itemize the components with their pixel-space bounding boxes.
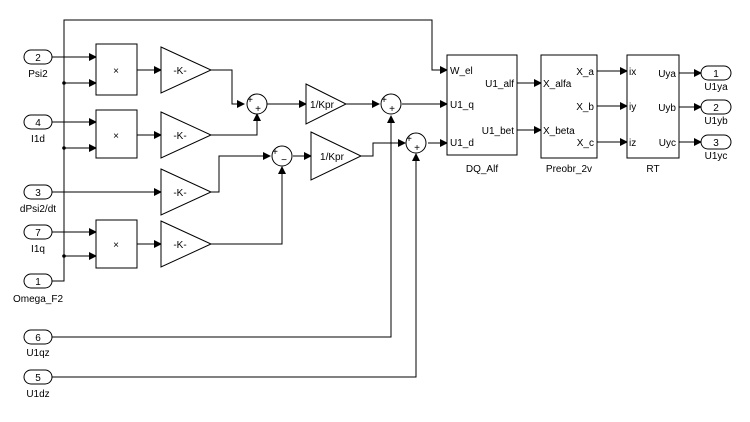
inport-label: dPsi2/dt <box>20 204 56 215</box>
port-label: Uya <box>658 69 676 80</box>
sum-block-3[interactable]: + + <box>380 93 402 115</box>
port-label: X_c <box>577 138 594 149</box>
product-block-1[interactable]: × <box>95 43 138 96</box>
preobr-2v-block[interactable]: X_alfa X_beta X_a X_b X_c Preobr_2v <box>540 54 598 175</box>
port-label: W_el <box>450 66 473 77</box>
port-label: U1_bet <box>482 126 514 137</box>
gain-block-4[interactable]: -K- <box>160 220 213 268</box>
kpr-gain-block-1[interactable]: 1/Kpr <box>305 83 348 125</box>
outport-u1yb[interactable]: 2 U1yb <box>700 99 732 127</box>
sum-sign: + <box>247 95 253 106</box>
port-label: X_beta <box>543 126 575 137</box>
wire-g1-s1 <box>211 69 245 108</box>
inport-u1qz[interactable]: 6 U1qz <box>23 329 53 359</box>
gain-label: 1/Kpr <box>320 152 345 163</box>
block-name: RT <box>646 164 659 175</box>
gain-block-3[interactable]: -K- <box>160 168 213 216</box>
junction-dot <box>62 81 66 85</box>
gain-label: -K- <box>173 66 186 77</box>
port-label: iz <box>629 138 636 149</box>
branch-points <box>62 81 66 258</box>
product-block-2[interactable]: × <box>95 109 138 159</box>
inport-number: 5 <box>35 373 41 384</box>
signal-lines <box>52 19 702 378</box>
inport-u1dz[interactable]: 5 U1dz <box>23 369 53 400</box>
outport-label: U1yc <box>705 151 728 162</box>
block-name: Preobr_2v <box>546 164 592 175</box>
gain-block-2[interactable]: -K- <box>160 111 213 159</box>
sum-sign: + <box>389 104 395 115</box>
product-symbol: × <box>113 131 119 142</box>
rt-block[interactable]: ix iy iz Uya Uyb Uyc RT <box>626 54 680 175</box>
outport-label: U1ya <box>704 82 728 93</box>
wire-g3-s2 <box>211 152 271 193</box>
inport-number: 6 <box>35 333 41 344</box>
sum-sign: + <box>272 147 278 158</box>
port-label: iy <box>629 102 636 113</box>
port-label: X_b <box>576 102 594 113</box>
outport-u1ya[interactable]: 1 U1ya <box>700 65 732 93</box>
inport-psi2[interactable]: 2 Psi2 <box>23 49 53 80</box>
outport-number: 3 <box>713 138 719 149</box>
junction-dot <box>62 146 66 150</box>
sum-block-4[interactable]: + + <box>405 132 427 154</box>
port-label: U1_d <box>450 138 474 149</box>
sum-sign: + <box>406 134 412 145</box>
port-label: ix <box>629 67 636 78</box>
port-label: U1_alf <box>485 79 514 90</box>
gain-label: -K- <box>173 240 186 251</box>
sum-block-1[interactable]: + + <box>246 93 268 115</box>
inport-number: 1 <box>35 277 41 288</box>
wire-u1dz <box>52 153 420 378</box>
product-symbol: × <box>113 240 119 251</box>
inport-label: I1d <box>31 134 45 145</box>
gain-label: -K- <box>173 131 186 142</box>
inport-number: 2 <box>35 53 41 64</box>
port-label: Uyb <box>658 103 676 114</box>
block-name: DQ_Alf <box>466 164 498 175</box>
gain-label: -K- <box>173 188 186 199</box>
gain-block-1[interactable]: -K- <box>160 46 213 94</box>
gain-label: 1/Kpr <box>310 100 335 111</box>
inport-number: 4 <box>35 118 41 129</box>
inport-label: U1dz <box>26 389 49 400</box>
wire-g2-s1 <box>211 113 261 136</box>
junction-dot <box>62 254 66 258</box>
wire-omega-bus <box>52 19 448 282</box>
inport-label: I1q <box>31 244 45 255</box>
inport-number: 3 <box>35 188 41 199</box>
inport-label: U1qz <box>26 348 49 359</box>
outport-number: 2 <box>713 103 719 114</box>
sum-sign: − <box>281 155 287 166</box>
inport-i1d[interactable]: 4 I1d <box>23 114 53 145</box>
inport-label: Omega_F2 <box>13 294 63 305</box>
inport-omega-f2[interactable]: 1 Omega_F2 <box>13 273 63 305</box>
wire-k2-s4 <box>361 139 406 157</box>
product-block-3[interactable]: × <box>95 219 138 269</box>
sum-sign: + <box>414 143 420 154</box>
sum-block-2[interactable]: + − <box>271 145 293 167</box>
port-label: X_a <box>576 67 594 78</box>
port-label: Uyc <box>659 138 676 149</box>
outport-number: 1 <box>713 69 719 80</box>
port-label: X_alfa <box>543 79 572 90</box>
port-label: U1_q <box>450 100 474 111</box>
outport-u1yc[interactable]: 3 U1yc <box>700 134 732 162</box>
wire-g4-s2 <box>211 166 286 245</box>
inport-number: 7 <box>35 228 41 239</box>
product-symbol: × <box>113 66 119 77</box>
wire-u1qz <box>52 115 395 338</box>
outport-label: U1yb <box>704 116 728 127</box>
inport-label: Psi2 <box>28 69 48 80</box>
sum-sign: + <box>381 95 387 106</box>
inport-i1q[interactable]: 7 I1q <box>23 224 53 255</box>
inport-dpsi2-dt[interactable]: 3 dPsi2/dt <box>20 184 56 215</box>
kpr-gain-block-2[interactable]: 1/Kpr <box>310 131 363 181</box>
dq-alf-block[interactable]: W_el U1_q U1_d U1_alf U1_bet DQ_Alf <box>446 54 518 175</box>
sum-sign: + <box>255 104 261 115</box>
